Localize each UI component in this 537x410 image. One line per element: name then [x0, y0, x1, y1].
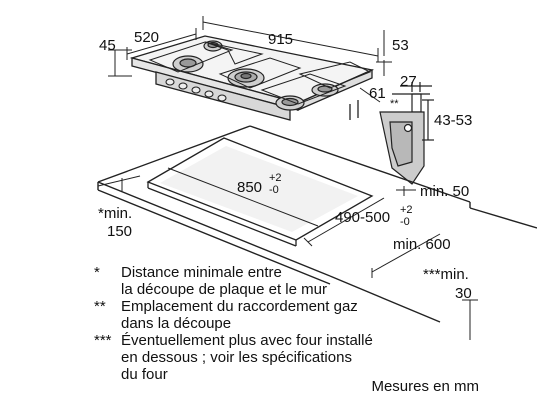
footnote-1-mark: *	[94, 264, 100, 281]
footnote-3-text: Éventuellement plus avec four installé e…	[121, 332, 373, 383]
dim-min-50: min. 50	[420, 183, 469, 200]
worktop	[97, 125, 537, 323]
footnote-3-mark: ***	[94, 332, 112, 349]
units-note: Mesures en mm	[371, 378, 479, 395]
dim-min-30-value: 30	[455, 285, 472, 302]
footnote-2-mark: **	[94, 298, 106, 315]
footnote-2-text: Emplacement du raccordement gaz dans la …	[121, 298, 358, 332]
dim-45: 45	[99, 37, 116, 54]
dim-double-star: **	[390, 98, 399, 110]
burners	[172, 40, 339, 111]
dim-520: 520	[134, 29, 159, 46]
cooktop-dimension-lines	[108, 16, 392, 103]
dim-min-600: min. 600	[393, 236, 451, 253]
dim-min-150-value: 150	[107, 223, 132, 240]
dim-min-30-star: ***min.	[423, 266, 469, 283]
dim-850-tol-plus: +2	[269, 172, 282, 184]
footnote-2: ** Emplacement du raccordement gaz dans …	[94, 298, 454, 332]
footnote-1-text: Distance minimale entre la découpe de pl…	[121, 264, 327, 298]
dim-27: 27	[400, 73, 417, 90]
dim-61: 61	[369, 85, 386, 102]
cooktop-drawing	[129, 35, 375, 121]
dim-850-tol-minus: -0	[269, 184, 279, 196]
pan-supports	[148, 41, 372, 105]
knobs	[165, 78, 227, 102]
worktop-dimension-lines	[97, 167, 478, 340]
dim-850: 850	[237, 179, 262, 196]
dim-915: 915	[268, 31, 293, 48]
footnote-3: *** Éventuellement plus avec four instal…	[94, 332, 454, 383]
dim-43-53: 43-53	[434, 112, 472, 129]
dim-53: 53	[392, 37, 409, 54]
footnotes-legend: * Distance minimale entre la découpe de …	[94, 264, 454, 383]
footnote-1: * Distance minimale entre la découpe de …	[94, 264, 454, 298]
dim-490-500: 490-500	[335, 209, 390, 226]
dim-490-500-tol-plus: +2	[400, 204, 413, 216]
side-profile	[379, 82, 434, 185]
cutout	[146, 137, 374, 247]
dim-min-150-star: *min.	[98, 205, 132, 222]
dim-490-500-tol-minus: -0	[400, 216, 410, 228]
